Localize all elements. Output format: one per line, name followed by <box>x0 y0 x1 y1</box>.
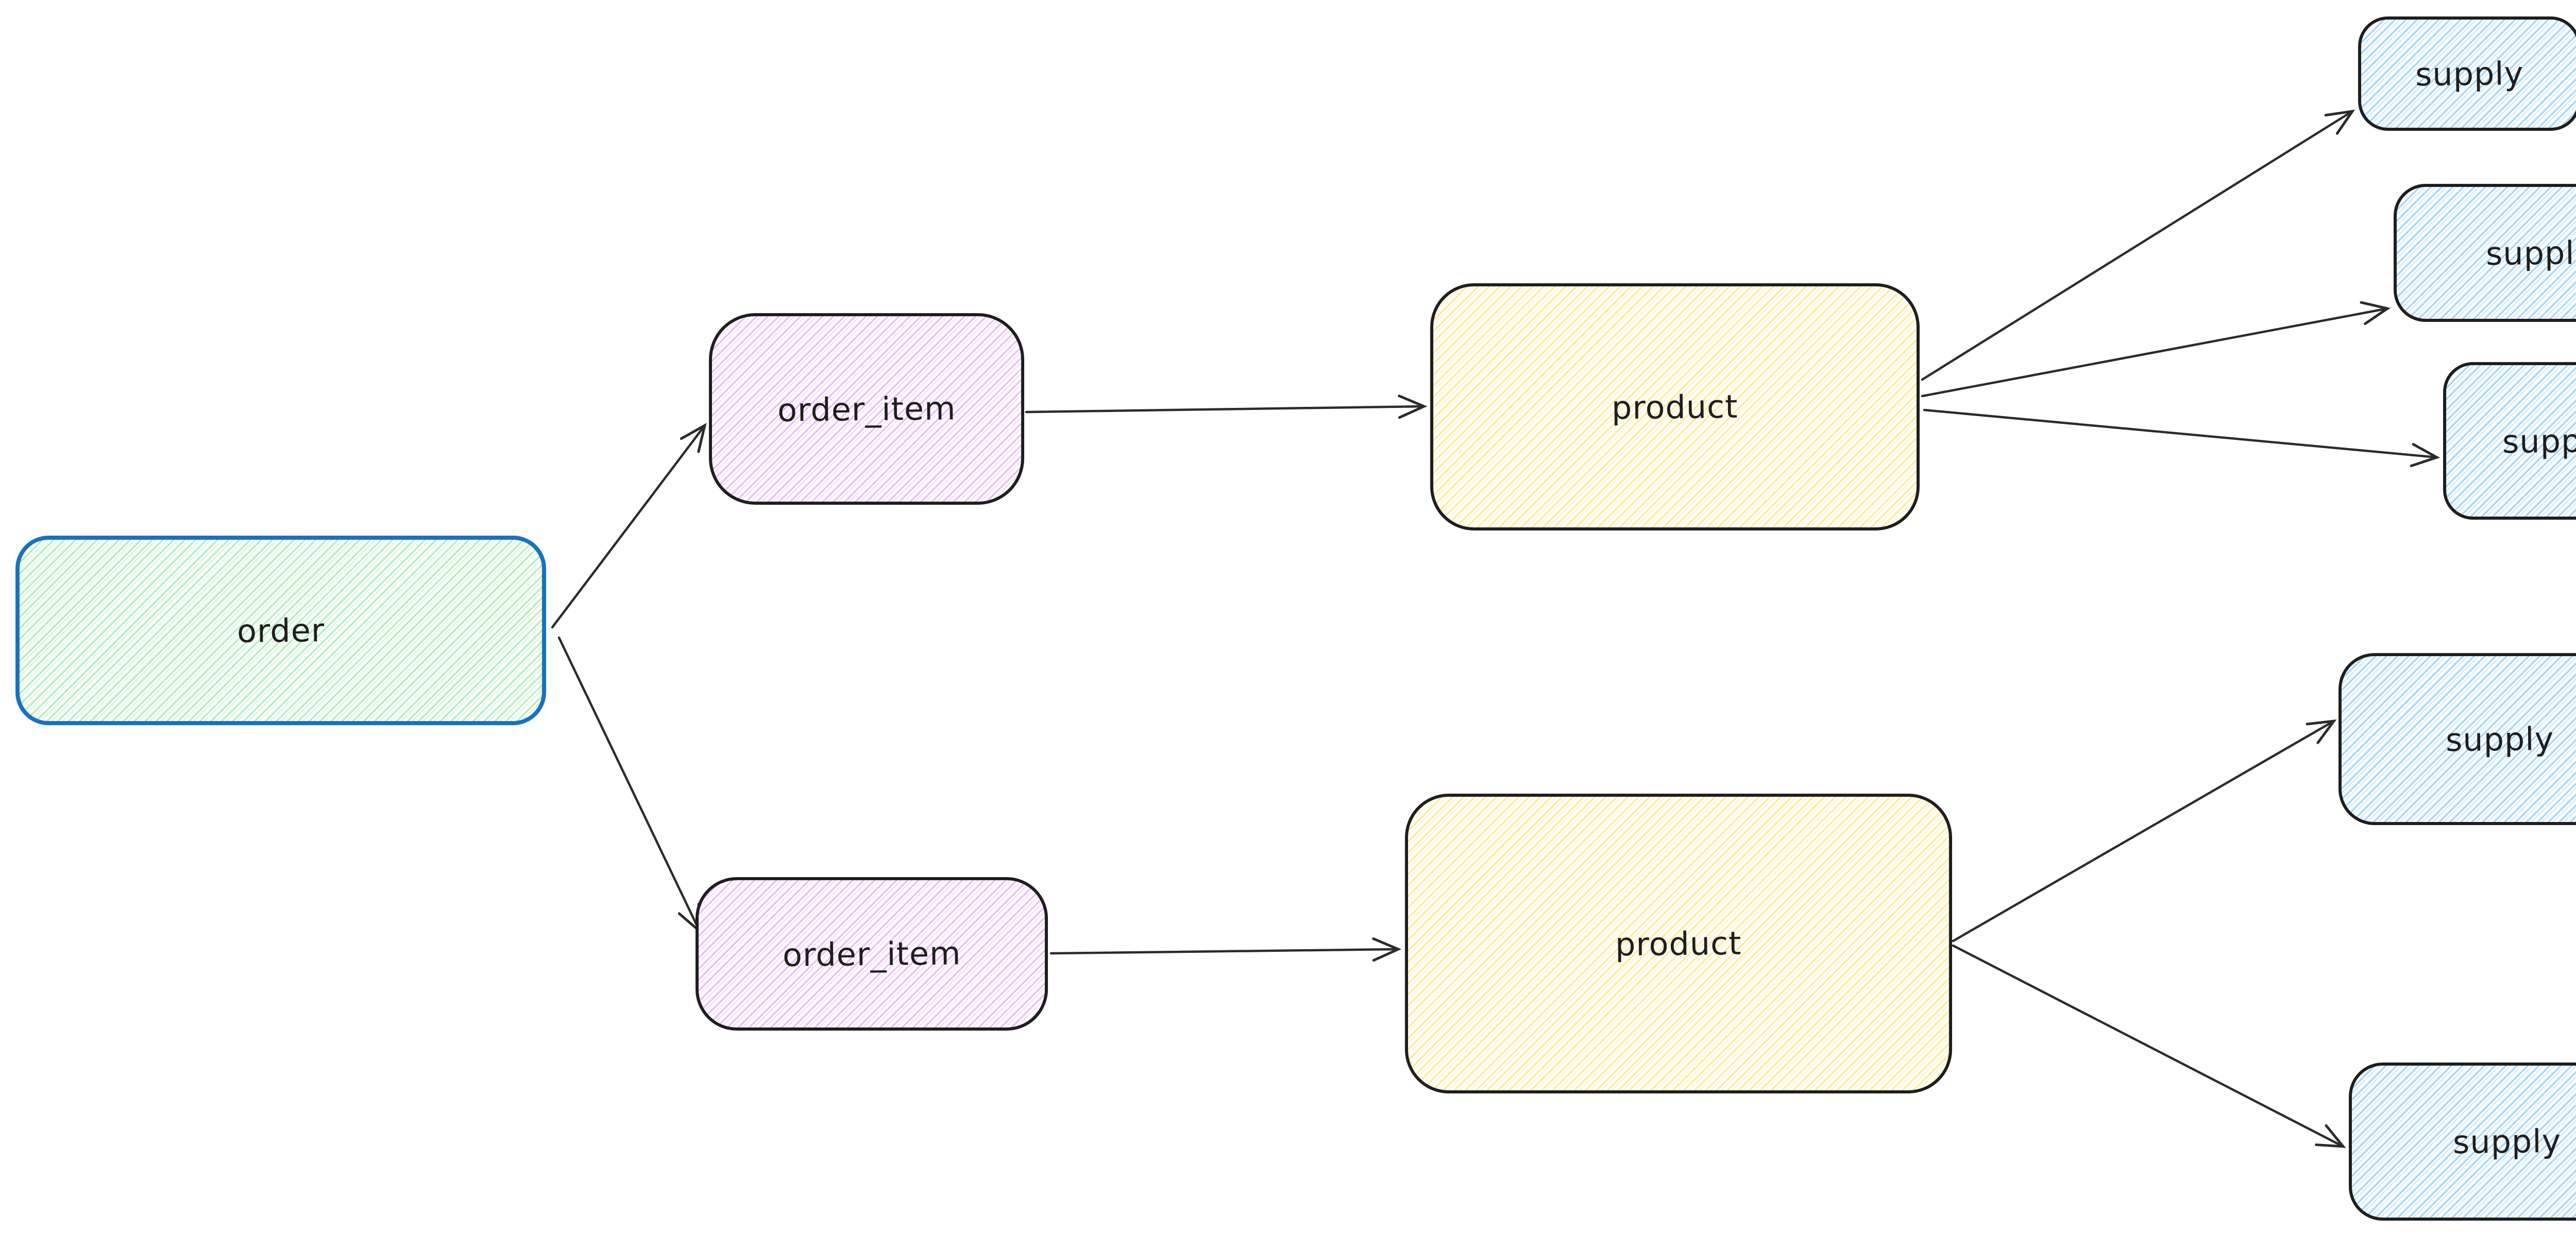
node-label: supply <box>2445 720 2554 759</box>
node-order[interactable]: order <box>15 536 546 725</box>
node-order_item_1[interactable]: order_item <box>709 313 1024 505</box>
node-supply_4[interactable]: supply <box>2338 653 2576 825</box>
node-supply_2[interactable]: supply <box>2394 184 2576 322</box>
node-label: order_item <box>782 934 961 974</box>
edge-product_2-to-supply_5[interactable] <box>1952 944 2343 1146</box>
node-label: supply <box>2415 54 2524 93</box>
node-supply_3[interactable]: supply <box>2443 362 2576 520</box>
node-product_2[interactable]: product <box>1405 794 1952 1093</box>
edge-product_1-to-supply_2[interactable] <box>1921 309 2387 398</box>
node-supply_5[interactable]: supply <box>2349 1063 2576 1221</box>
edge-product_1-to-supply_3[interactable] <box>1923 408 2437 457</box>
node-label: order_item <box>777 389 956 429</box>
node-label: supply <box>2452 1122 2562 1161</box>
node-label: order <box>236 611 325 650</box>
edge-product_2-to-supply_4[interactable] <box>1952 721 2334 943</box>
node-label: supply <box>2485 233 2576 272</box>
node-label: product <box>1611 387 1739 426</box>
node-label: product <box>1615 924 1742 963</box>
edge-product_1-to-supply_1[interactable] <box>1921 111 2352 381</box>
edge-order_item_2-to-product_2[interactable] <box>1049 949 1398 953</box>
node-order_item_2[interactable]: order_item <box>696 877 1048 1031</box>
node-supply_1[interactable]: supply <box>2358 16 2576 131</box>
node-product_1[interactable]: product <box>1430 283 1920 530</box>
edge-order_item_1-to-product_1[interactable] <box>1025 406 1424 412</box>
node-label: supply <box>2502 421 2576 460</box>
edge-order-to-order_item_1[interactable] <box>551 425 705 629</box>
edge-order-to-order_item_2[interactable] <box>557 636 700 931</box>
